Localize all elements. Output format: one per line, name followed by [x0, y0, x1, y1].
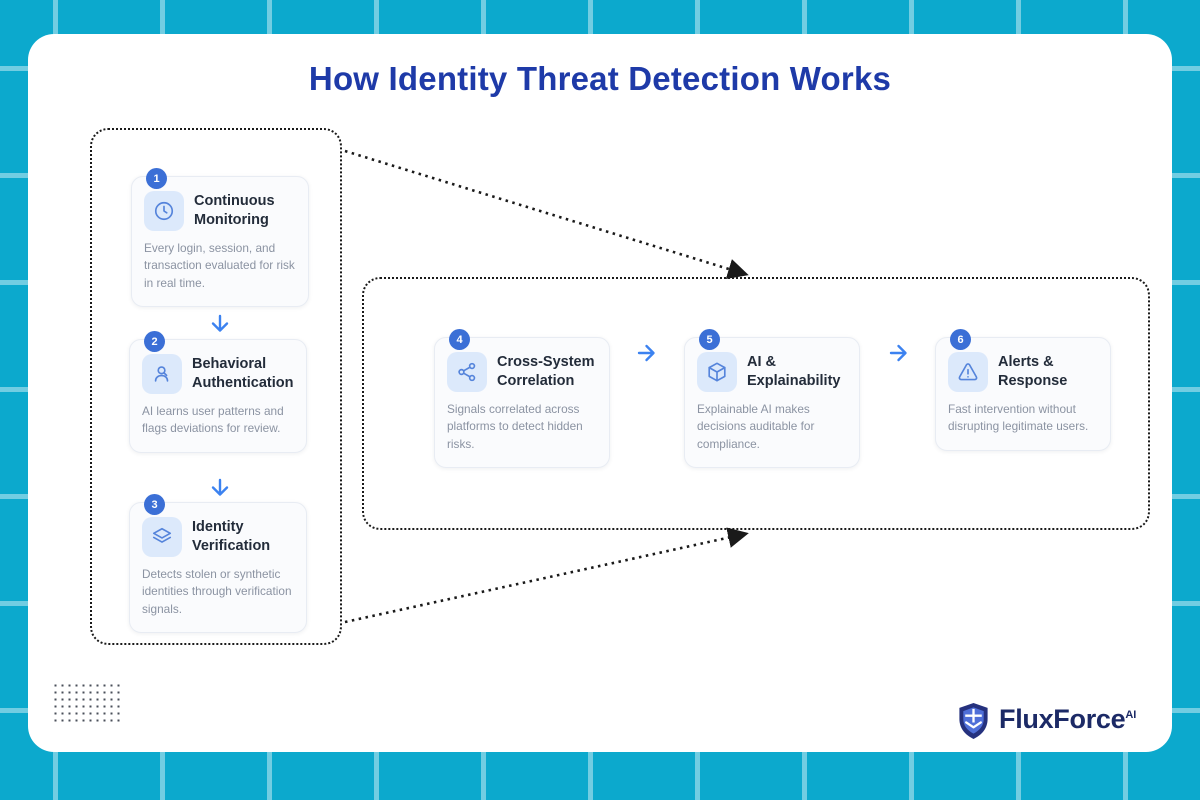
page-title: How Identity Threat Detection Works — [308, 60, 892, 97]
step-description: Fast intervention without disrupting leg… — [948, 402, 1089, 434]
step-title: Behavioral Authentication — [192, 356, 294, 391]
step-card-6: 6 Alerts & Response Fast intervention wi… — [935, 329, 1111, 451]
step-number-badge: 2 — [144, 331, 165, 352]
user-search-icon — [142, 354, 182, 394]
arrow-down-icon — [208, 476, 232, 500]
step-title: Cross-System Correlation — [497, 354, 595, 389]
step-card-4: 4 Cross-System Correlation Signals corre… — [434, 329, 610, 469]
analysis-steps-group: 4 Cross-System Correlation Signals corre… — [362, 277, 1150, 530]
step-number-badge: 1 — [146, 168, 167, 189]
step-card-5: 5 AI & Explainability Explainable AI mak… — [684, 329, 860, 469]
step-number-badge: 4 — [449, 329, 470, 350]
arrow-down-icon — [208, 312, 232, 336]
step-title: Alerts & Response — [998, 354, 1068, 389]
step-number-badge: 3 — [144, 494, 165, 515]
step-description: Explainable AI makes decisions auditable… — [697, 402, 815, 451]
step-description: Detects stolen or synthetic identities t… — [142, 567, 292, 616]
detection-steps-group: 1 Continuous Monitoring Every login, ses… — [90, 128, 342, 645]
step-title: AI & Explainability — [747, 354, 841, 389]
dot-grid-decoration — [52, 682, 123, 725]
brand-name: FluxForceAI — [999, 704, 1137, 734]
step-card-1: 1 Continuous Monitoring Every login, ses… — [131, 168, 309, 308]
clock-icon — [144, 191, 184, 231]
alert-triangle-icon — [948, 352, 988, 392]
step-description: Every login, session, and transaction ev… — [144, 241, 295, 290]
step-title: Continuous Monitoring — [194, 193, 275, 228]
shield-icon — [956, 701, 991, 746]
brand-suffix: AI — [1125, 709, 1137, 721]
step-card-2: 2 Behavioral Authentication AI learns us… — [129, 331, 307, 453]
step-description: Signals correlated across platforms to d… — [447, 402, 583, 451]
arrow-right-icon — [635, 341, 659, 365]
cube-icon — [697, 352, 737, 392]
network-icon — [447, 352, 487, 392]
step-card-3: 3 Identity Verification Detects stolen o… — [129, 494, 307, 634]
brand-logo: FluxForceAI — [956, 701, 1136, 746]
step-number-badge: 5 — [699, 329, 720, 350]
layers-icon — [142, 517, 182, 557]
step-description: AI learns user patterns and flags deviat… — [142, 404, 284, 436]
step-title: Identity Verification — [192, 519, 271, 554]
arrow-right-icon — [887, 341, 911, 365]
step-number-badge: 6 — [950, 329, 971, 350]
